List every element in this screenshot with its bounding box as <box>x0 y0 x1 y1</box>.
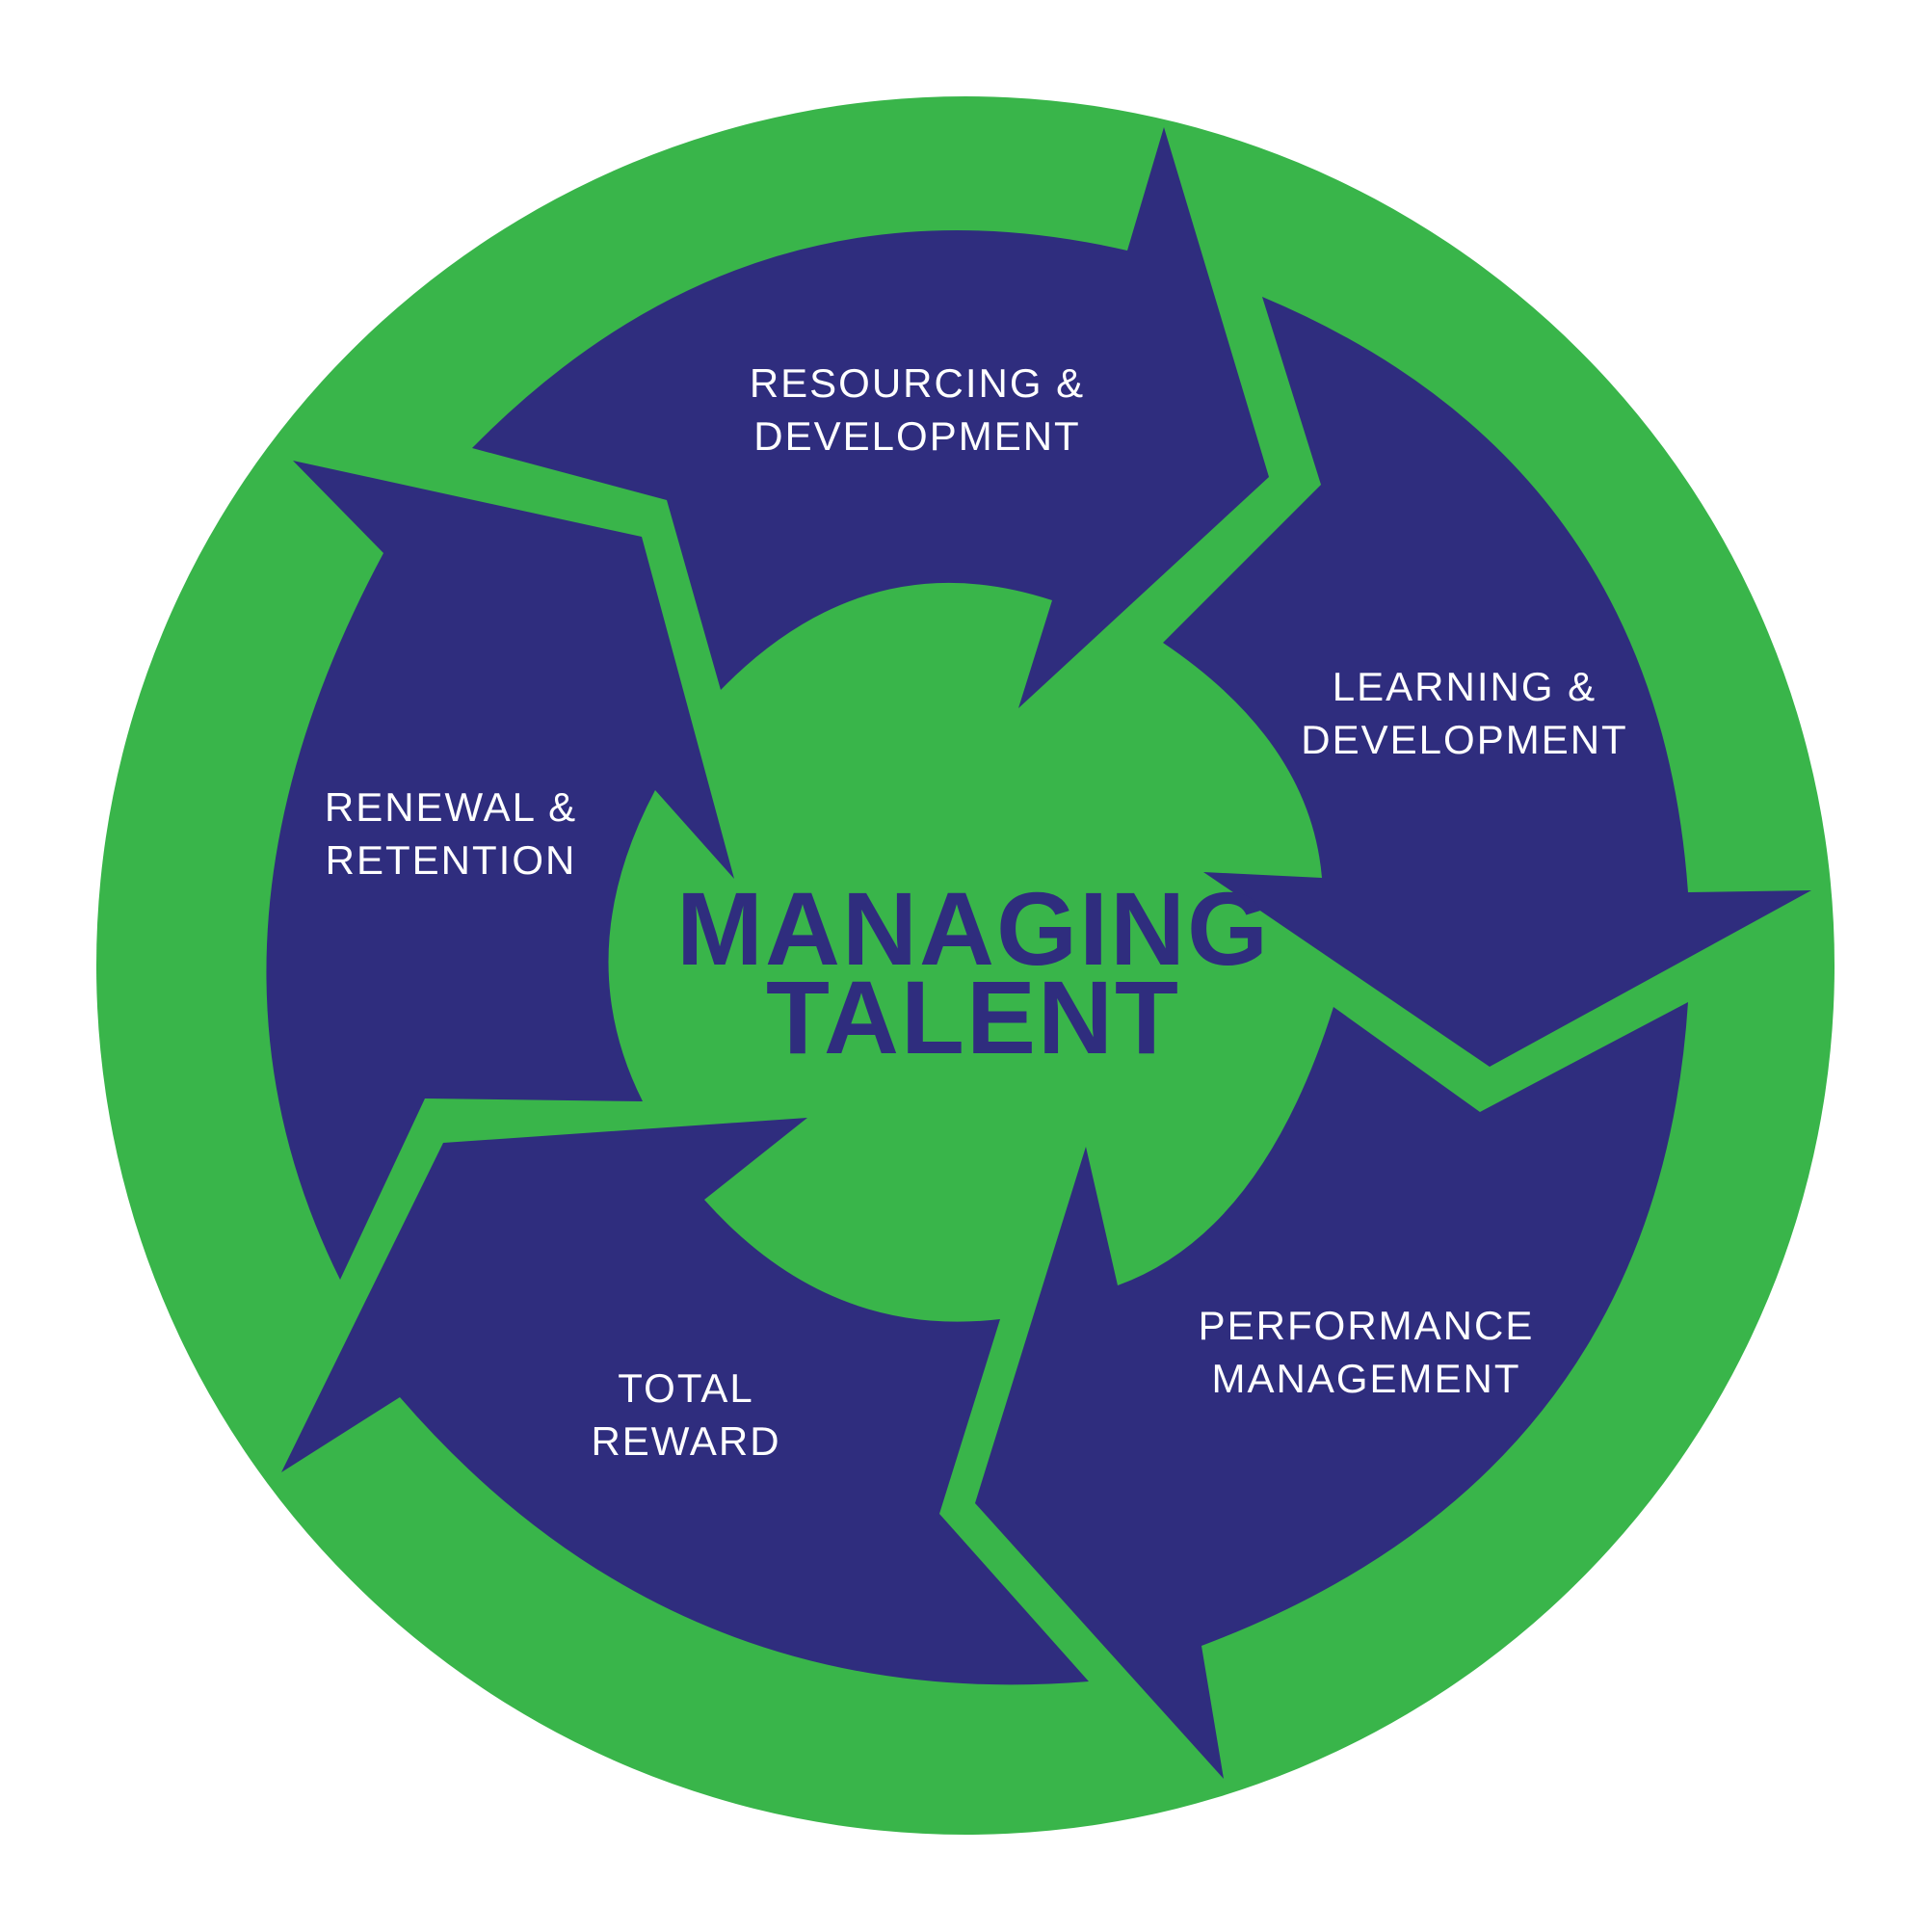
center-title-line: TALENT <box>766 959 1180 1075</box>
arrow-resourcing-development <box>472 127 1269 708</box>
center-title-line: MANAGING <box>676 870 1270 987</box>
segment-label-line: RETENTION <box>325 837 577 883</box>
segment-label-line: PERFORMANCE <box>1198 1303 1535 1348</box>
segment-label-line: RENEWAL & <box>324 784 578 830</box>
segment-label-resourcing-development: RESOURCING & DEVELOPMENT <box>750 357 1085 463</box>
segment-label-line: MANAGEMENT <box>1211 1356 1521 1401</box>
arrow-performance-management <box>975 1002 1688 1779</box>
segment-label-total-reward: TOTAL REWARD <box>591 1362 780 1468</box>
segment-label-line: DEVELOPMENT <box>753 413 1081 459</box>
segment-label-performance-management: PERFORMANCE MANAGEMENT <box>1199 1299 1535 1405</box>
segment-label-renewal-retention: RENEWAL & RETENTION <box>325 781 577 887</box>
arrow-renewal-retention <box>266 461 734 1280</box>
segment-label-line: RESOURCING & <box>749 360 1086 406</box>
segment-label-line: REWARD <box>591 1418 781 1464</box>
segment-label-line: TOTAL <box>618 1365 754 1411</box>
segment-label-learning-development: LEARNING & DEVELOPMENT <box>1301 660 1627 766</box>
segment-label-line: LEARNING & <box>1332 664 1597 709</box>
arrow-total-reward <box>281 1118 1089 1685</box>
segment-label-line: DEVELOPMENT <box>1301 717 1628 762</box>
center-title: MANAGING TALENT <box>676 870 1270 1075</box>
arrow-learning-development <box>1163 297 1811 1067</box>
